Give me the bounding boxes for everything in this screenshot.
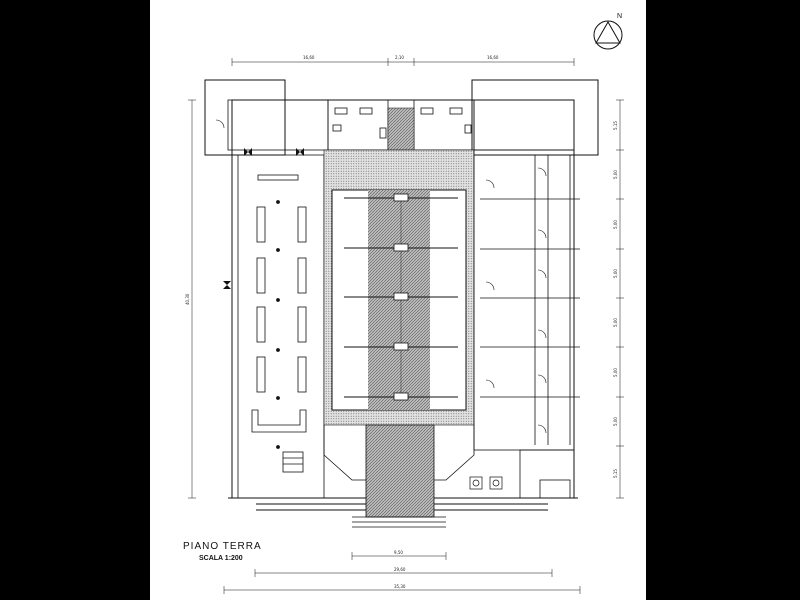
dim-bottom-2: 29,60	[394, 567, 406, 572]
north-label: N	[617, 13, 622, 20]
dim-right-7: 5,00	[613, 417, 618, 426]
top-dimension	[231, 58, 575, 66]
right-dimension	[616, 99, 624, 499]
dim-bottom-1: 9,50	[394, 550, 403, 555]
left-hall	[237, 154, 325, 499]
dim-top-right: 16,60	[487, 55, 499, 60]
plan-title: PIANO TERRA	[183, 541, 262, 552]
fittings	[223, 148, 304, 289]
north-arrow: N	[593, 13, 623, 50]
bottom-dimensions	[223, 552, 581, 594]
door-swings	[215, 119, 547, 434]
dim-right-4: 5,00	[613, 269, 618, 278]
dim-right-3: 5,00	[613, 220, 618, 229]
dim-right-5: 5,00	[613, 318, 618, 327]
dim-top-mid: 2,10	[395, 55, 404, 60]
dim-top-left: 16,60	[303, 55, 315, 60]
beam-fixtures	[393, 193, 409, 401]
dim-right-1: 5,15	[613, 121, 618, 130]
dim-right-2: 5,00	[613, 170, 618, 179]
north-corridor	[387, 107, 415, 151]
dim-bottom-3: 35,30	[394, 584, 406, 589]
right-rooms	[473, 149, 580, 499]
left-dimension	[188, 99, 196, 499]
south-entrance	[323, 424, 475, 528]
dim-right-8: 5,15	[613, 469, 618, 478]
plan-scale: SCALA 1:200	[199, 555, 243, 562]
tables	[469, 476, 503, 490]
dim-right-6: 5,00	[613, 368, 618, 377]
dim-left-total: 40,30	[185, 293, 190, 305]
